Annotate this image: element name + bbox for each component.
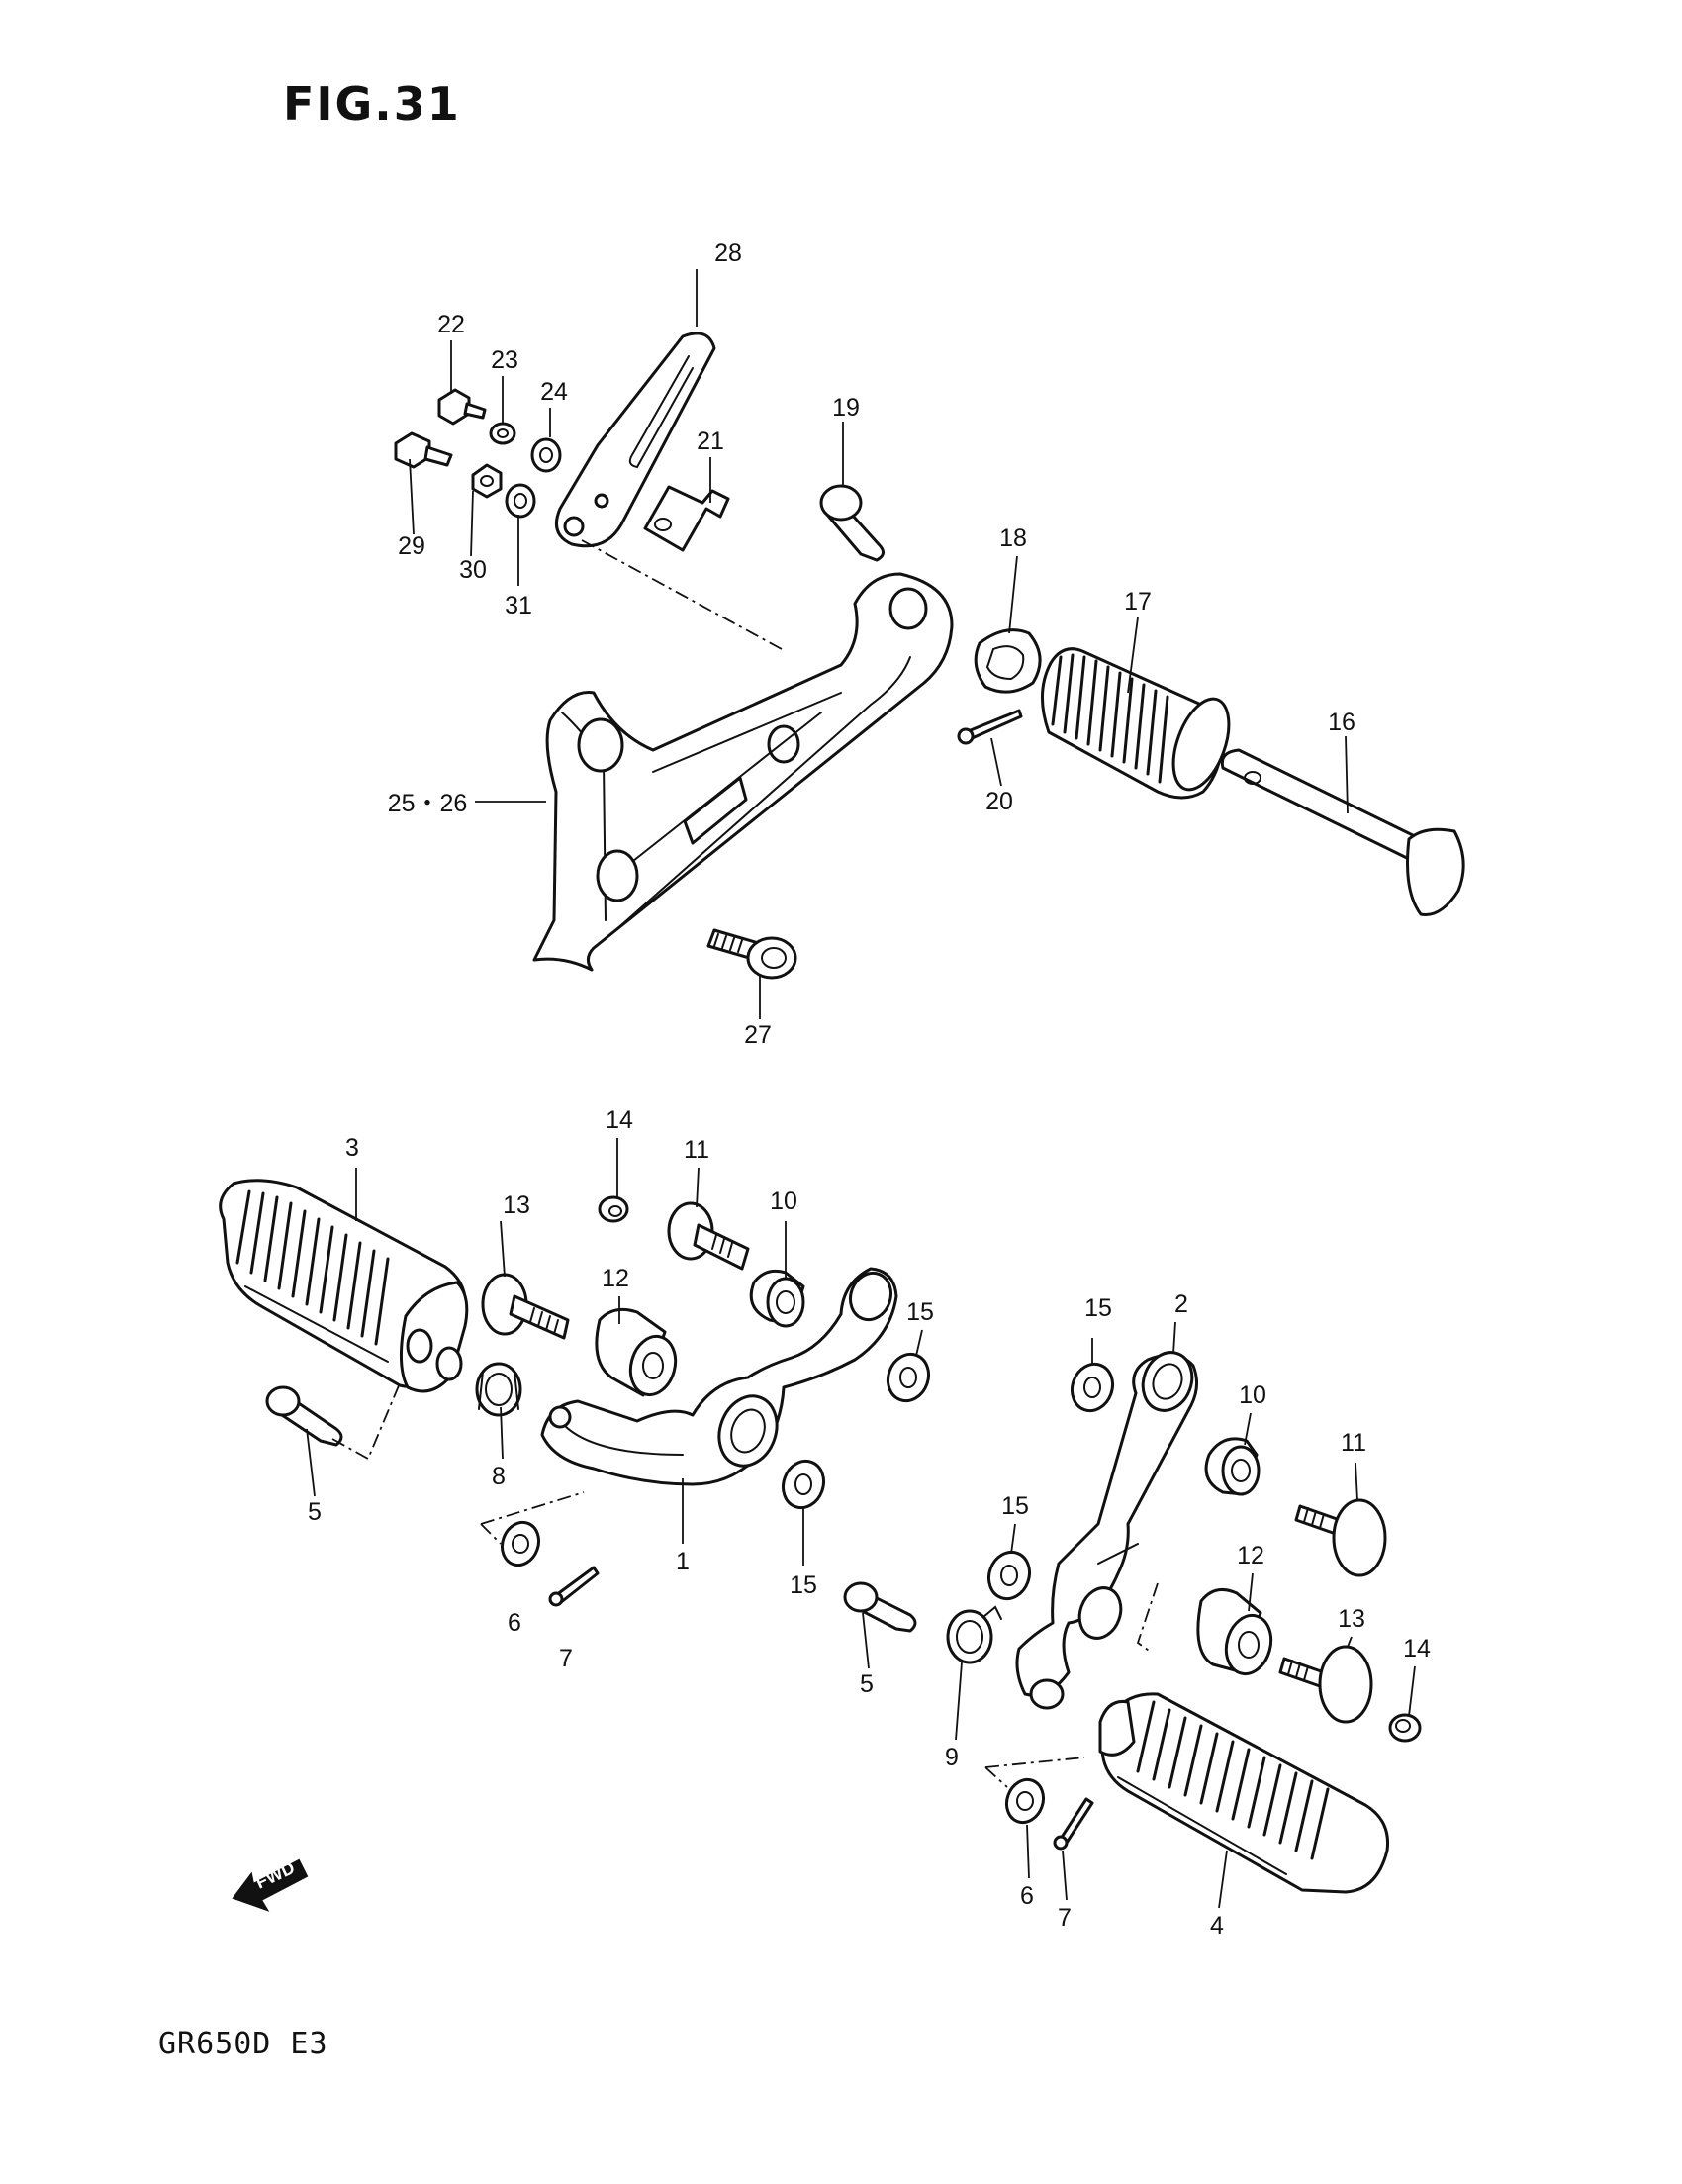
callout-27: 27 xyxy=(744,1021,772,1049)
callout-5-left: 5 xyxy=(308,1498,322,1526)
callout-29: 29 xyxy=(398,532,425,560)
cotter-pin-part-20 xyxy=(957,709,1023,745)
callout-3: 3 xyxy=(345,1134,359,1162)
callout-6-right: 6 xyxy=(1020,1882,1034,1910)
bolt-part-13-left xyxy=(481,1273,570,1340)
footrest-part-3 xyxy=(219,1179,469,1393)
callout-18: 18 xyxy=(999,524,1027,552)
figure-title: FIG.31 xyxy=(283,77,461,131)
washer-part-6-right xyxy=(1004,1777,1046,1825)
spring-part-8 xyxy=(475,1362,522,1417)
callout-15-b: 15 xyxy=(790,1571,817,1599)
footrest-arm-part-2 xyxy=(1015,1351,1198,1710)
callout-21: 21 xyxy=(697,427,724,455)
clip-part-21 xyxy=(643,485,730,552)
washer-part-15-b xyxy=(781,1459,826,1510)
spring-part-9 xyxy=(946,1605,1002,1664)
footrest-part-4 xyxy=(1098,1692,1390,1894)
washer-part-18 xyxy=(974,628,1042,694)
bracket-part-28 xyxy=(555,332,716,548)
bolt-part-22 xyxy=(437,388,487,426)
bolt-part-27 xyxy=(706,928,797,980)
callout-15-c: 15 xyxy=(1084,1294,1112,1322)
callout-15-a: 15 xyxy=(906,1298,934,1326)
callout-5-right: 5 xyxy=(860,1670,874,1698)
callout-labels: 28 22 23 24 21 19 18 17 16 20 29 30 31 2… xyxy=(308,239,1431,1940)
bushing-part-12-left xyxy=(595,1307,678,1397)
footrest-shaft-part-16 xyxy=(1220,748,1465,916)
washer-part-24 xyxy=(530,437,562,473)
callout-20: 20 xyxy=(985,788,1013,815)
callout-14-right: 14 xyxy=(1403,1635,1431,1662)
callout-13-left: 13 xyxy=(503,1191,530,1219)
callout-25-26: 25・26 xyxy=(388,790,468,817)
callout-16: 16 xyxy=(1328,709,1355,736)
cotter-pin-part-7-left xyxy=(548,1566,600,1607)
bolt-part-29 xyxy=(394,431,453,469)
bolt-part-13-right xyxy=(1278,1645,1373,1724)
callout-1: 1 xyxy=(676,1548,690,1575)
callout-31: 31 xyxy=(505,592,532,619)
cap-part-14-right xyxy=(1388,1713,1422,1743)
callout-24: 24 xyxy=(540,378,568,406)
callout-22: 22 xyxy=(437,311,465,338)
nut-part-30 xyxy=(471,463,503,499)
bushing-part-10-right xyxy=(1204,1437,1261,1496)
washer-part-6-left xyxy=(500,1520,541,1567)
washer-part-23 xyxy=(489,422,516,445)
callout-10-right: 10 xyxy=(1239,1381,1266,1409)
callout-15-d: 15 xyxy=(1001,1492,1029,1520)
callout-12-right: 12 xyxy=(1237,1542,1264,1569)
callout-13-right: 13 xyxy=(1338,1605,1365,1633)
callout-2: 2 xyxy=(1174,1290,1188,1318)
cotter-pin-part-7-right xyxy=(1053,1797,1094,1851)
cap-part-14-upper xyxy=(598,1195,629,1223)
callout-6-left: 6 xyxy=(508,1609,521,1637)
callout-19: 19 xyxy=(832,394,860,422)
callout-14-upper: 14 xyxy=(606,1106,633,1134)
callout-8: 8 xyxy=(492,1463,506,1490)
callout-10-left: 10 xyxy=(770,1187,797,1215)
callout-30: 30 xyxy=(459,556,487,584)
pin-part-5-left xyxy=(265,1385,343,1447)
callout-7-left: 7 xyxy=(559,1645,573,1672)
footrest-arm-part-1 xyxy=(540,1267,898,1486)
washer-part-31 xyxy=(505,483,536,519)
washer-part-15-c xyxy=(1070,1362,1115,1413)
callout-28: 28 xyxy=(714,239,742,267)
callout-23: 23 xyxy=(491,346,518,374)
fwd-arrow-icon: FWD xyxy=(232,1857,309,1912)
callout-4: 4 xyxy=(1210,1912,1224,1940)
bolt-part-11-right xyxy=(1294,1498,1387,1577)
pin-part-19 xyxy=(819,484,885,562)
callout-9: 9 xyxy=(945,1744,959,1771)
pin-part-5-right xyxy=(843,1581,917,1633)
bushing-part-12-right xyxy=(1196,1587,1273,1676)
callout-11-upper: 11 xyxy=(684,1136,709,1164)
leader-lines xyxy=(306,269,1416,1909)
model-code: GR650D E3 xyxy=(158,2027,328,2061)
callout-17: 17 xyxy=(1124,588,1152,616)
footrest-bracket-part-25-26 xyxy=(532,572,954,972)
callout-11-right: 11 xyxy=(1341,1429,1366,1457)
footrest-rubber-part-17 xyxy=(1040,647,1231,800)
washer-part-15-d xyxy=(986,1550,1032,1601)
washer-part-15-a xyxy=(886,1352,931,1403)
callout-7-right: 7 xyxy=(1058,1904,1072,1932)
bolt-part-11-upper xyxy=(667,1201,750,1271)
bushing-part-10-left xyxy=(749,1269,805,1328)
callout-12-left: 12 xyxy=(602,1265,629,1292)
